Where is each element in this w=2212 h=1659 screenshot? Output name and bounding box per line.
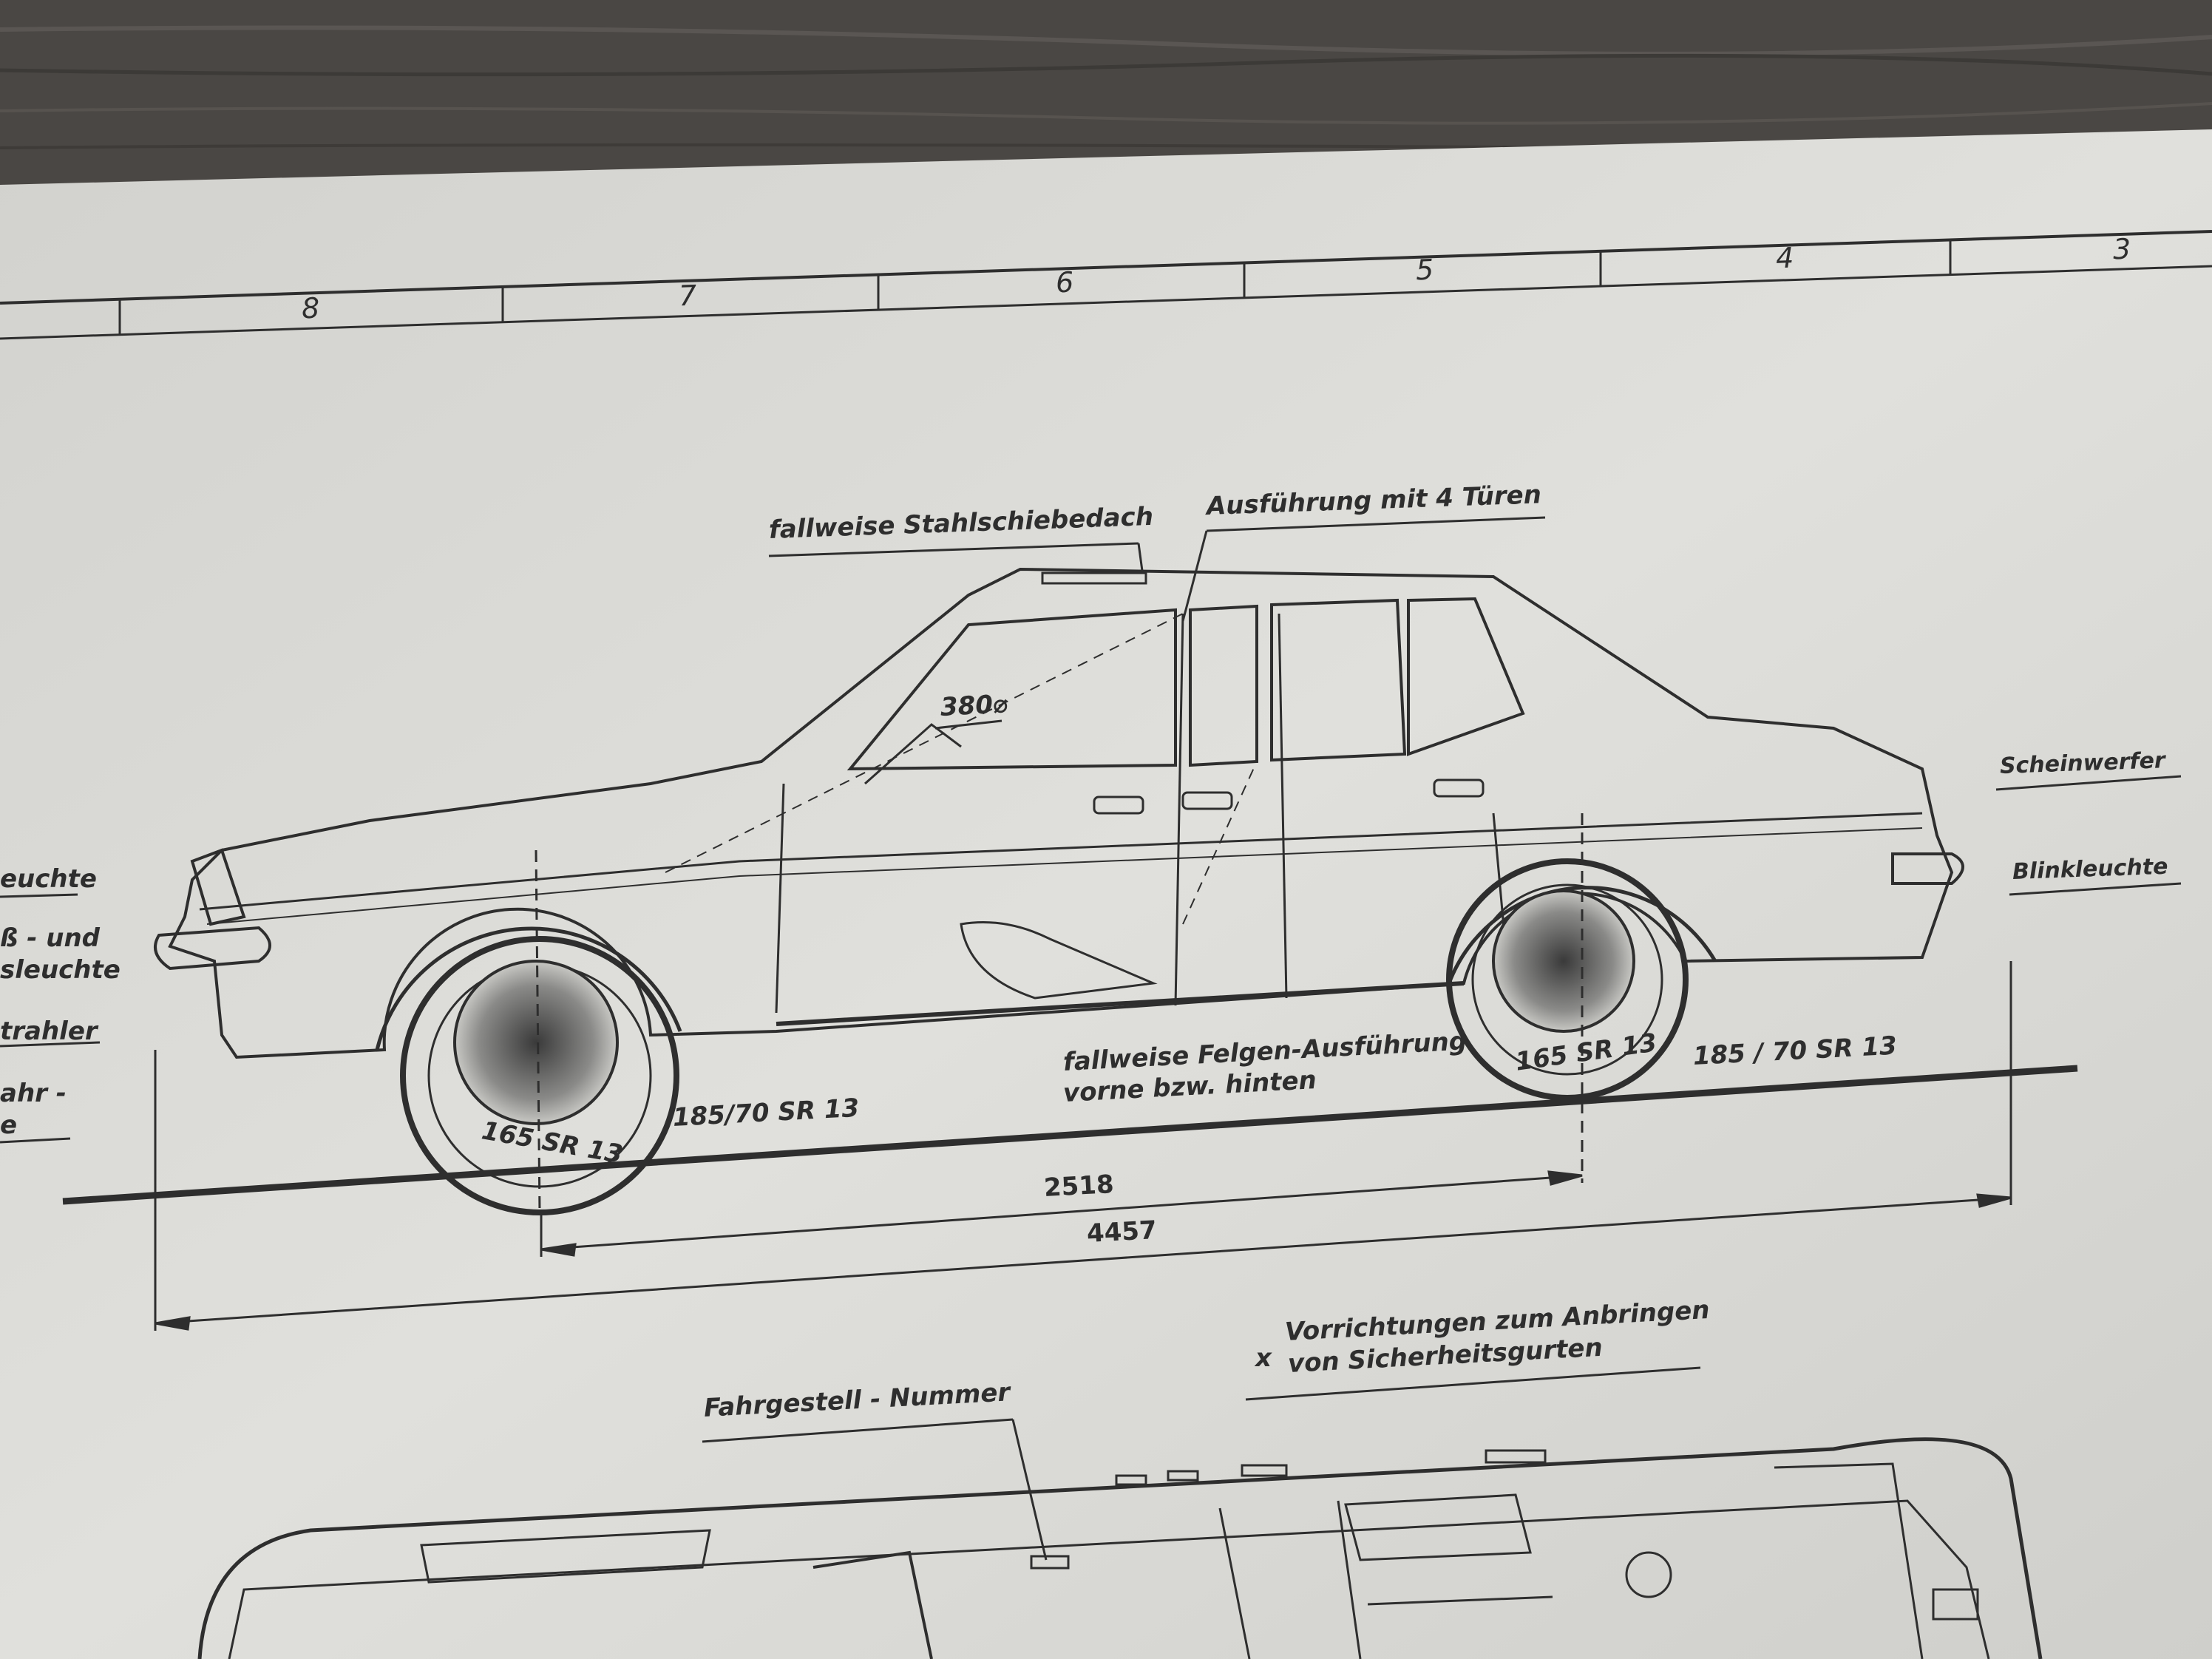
- steering-diameter-label: 380⌀: [939, 689, 1009, 722]
- car-side-view: [154, 567, 1964, 1059]
- label-leaders: [0, 516, 2182, 1561]
- headlamp-label: Scheinwerfer: [1999, 747, 2166, 779]
- dimension-lines: [154, 961, 2012, 1331]
- zone-number-7: 7: [678, 279, 697, 313]
- front-wheel: [400, 849, 679, 1215]
- left-edge-label-fog: ß - und: [0, 923, 100, 953]
- seatbelt-marker: x: [1255, 1343, 1272, 1373]
- zone-number-5: 5: [1415, 253, 1434, 287]
- wheelbase-dimension: 2518: [1042, 1170, 1115, 1203]
- left-edge-label-lamp: euchte: [0, 864, 97, 894]
- left-edge-label-reverse: ahr -: [0, 1079, 67, 1108]
- zone-ruler: [0, 230, 2212, 340]
- left-edge-label-light: e: [0, 1110, 18, 1140]
- zone-number-3: 3: [2112, 232, 2131, 266]
- rear-wheel: [1446, 813, 1689, 1183]
- paper-sheet: [0, 129, 2212, 1659]
- overall-length-dimension: 4457: [1085, 1215, 1158, 1249]
- zone-number-6: 6: [1055, 265, 1074, 299]
- ground-line: [62, 1065, 2078, 1205]
- left-edge-label-reflector: trahler: [0, 1017, 98, 1046]
- zone-number-8: 8: [301, 291, 320, 325]
- indicator-label: Blinkleuchte: [2012, 853, 2169, 885]
- left-edge-label-tail: sleuchte: [0, 955, 121, 985]
- zone-number-4: 4: [1775, 241, 1794, 275]
- car-top-view: [197, 1437, 2043, 1659]
